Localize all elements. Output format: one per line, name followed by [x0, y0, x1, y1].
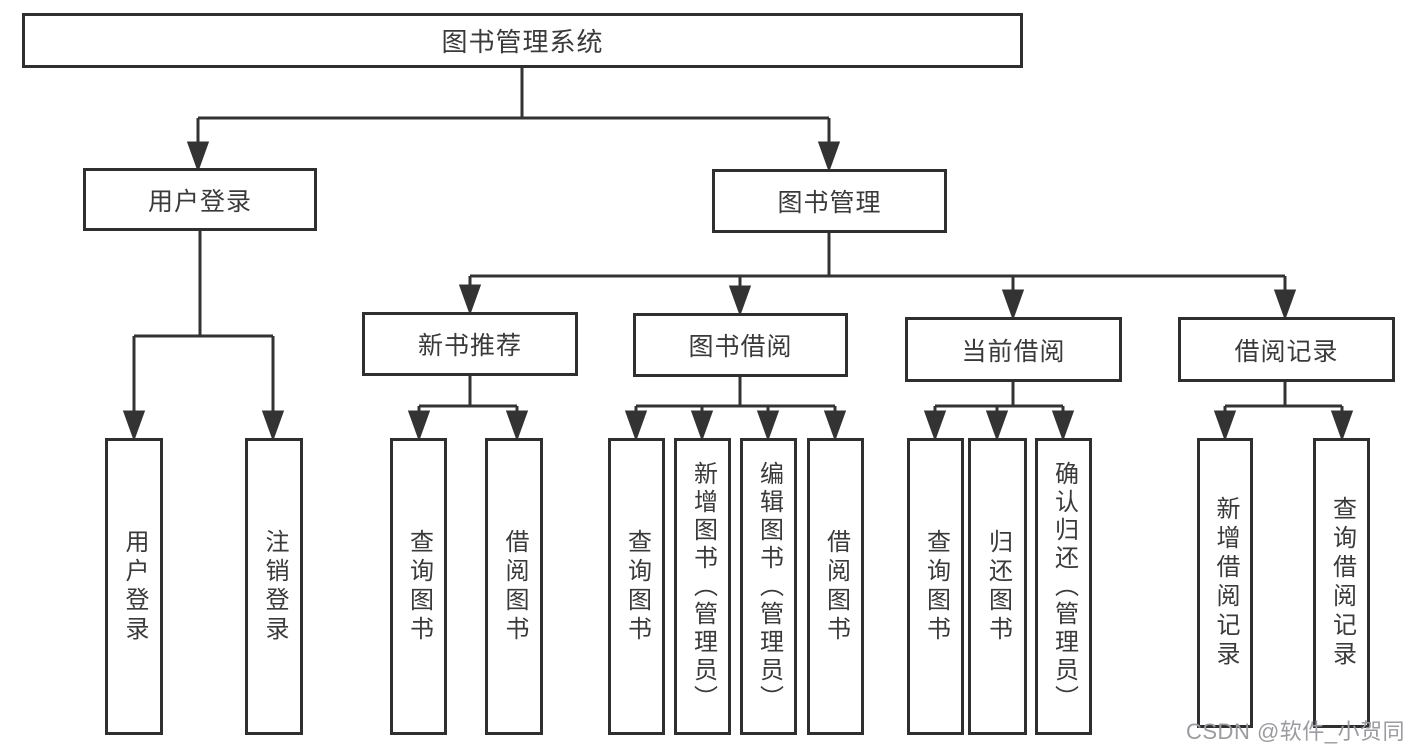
node-book-borrowing: 图书借阅 [633, 313, 848, 377]
leaf-add-books-admin: 新增图书（管理员） [674, 438, 731, 735]
leaf-confirm-return-admin: 确认归还（管理员） [1035, 438, 1092, 735]
csdn-watermark: CSDN @软件_小贺同学 [1186, 719, 1405, 744]
leaf-query-books-current: 查询图书 [907, 438, 964, 735]
leaf-return-books: 归还图书 [968, 438, 1027, 735]
leaf-borrow-books-borrowing: 借阅图书 [807, 438, 864, 735]
branch-root [186, 68, 841, 173]
branch-borrowing-records [1213, 382, 1354, 442]
node-new-book-recommend: 新书推荐 [362, 312, 578, 376]
node-user-login: 用户登录 [83, 168, 317, 231]
leaf-edit-books-admin: 编辑图书（管理员） [740, 438, 797, 735]
leaf-query-books-recommend: 查询图书 [390, 438, 447, 735]
leaf-query-borrow-record: 查询借阅记录 [1313, 438, 1370, 728]
leaf-add-borrow-record: 新增借阅记录 [1197, 438, 1253, 728]
node-current-borrowing: 当前借阅 [905, 317, 1122, 382]
node-library-system: 图书管理系统 [22, 13, 1023, 68]
leaf-user-login: 用户登录 [105, 438, 163, 735]
leaf-logout-login: 注销登录 [245, 438, 303, 735]
node-borrowing-records: 借阅记录 [1178, 317, 1395, 382]
branch-user-login [122, 231, 285, 442]
branch-new-book-recommend [407, 376, 529, 442]
branch-current-borrowing [923, 382, 1075, 442]
leaf-query-books-borrowing: 查询图书 [608, 438, 665, 735]
leaf-borrow-books-recommend: 借阅图书 [485, 438, 543, 735]
node-book-management: 图书管理 [712, 169, 947, 233]
branch-book-management [458, 233, 1297, 321]
branch-book-borrowing [624, 377, 847, 442]
